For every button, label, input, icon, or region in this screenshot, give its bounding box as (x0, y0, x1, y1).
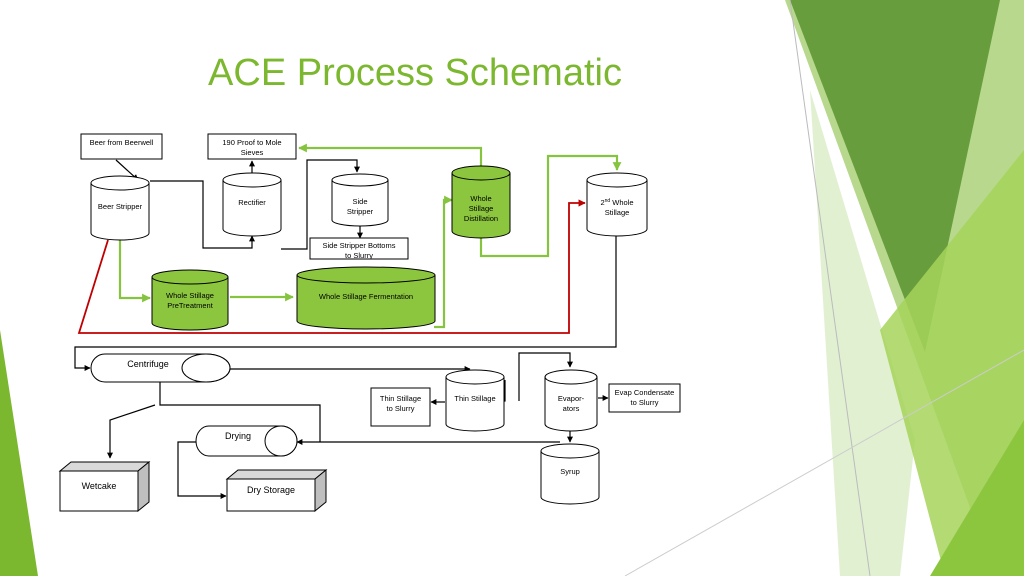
evap-condensate-label-line1: Evap Condensate (615, 388, 675, 397)
black-flow-lines (74, 159, 617, 499)
beer-stripper-vessel: Beer Stripper (90, 175, 150, 241)
side-stripper-vessel: Side Stripper (331, 173, 389, 227)
side-stripper-bottoms-label-line1: Side Stripper Bottoms (323, 241, 396, 250)
beer-stripper-label: Beer Stripper (98, 202, 143, 211)
thin-stillage-to-slurry-label-line2: to Slurry (387, 404, 415, 413)
wetcake-box: Wetcake (58, 460, 151, 513)
decor-left-triangle (0, 330, 38, 576)
dry-storage-box: Dry Storage (225, 468, 328, 513)
page-title: ACE Process Schematic (208, 52, 622, 94)
second-whole-stillage-vessel: 2nd Whole Stillage (586, 172, 648, 237)
whole-stillage-distillation-label-line2: Stillage (469, 204, 494, 213)
whole-stillage-distillation-label-line3: Distillation (464, 214, 498, 223)
proof-190-label-line2: Sieves (241, 148, 264, 157)
green-flow-lines (118, 143, 622, 329)
rectifier-label: Rectifier (238, 198, 266, 207)
evap-condensate-box: Evap Condensate to Slurry (608, 383, 681, 413)
proof-190-label-line1: 190 Proof to Mole (222, 138, 281, 147)
beer-from-beerwell-label: Beer from Beerwell (90, 138, 154, 147)
centrifuge-label: Centrifuge (127, 359, 169, 369)
second-whole-stillage-label-line2: Stillage (605, 208, 630, 217)
red-flow-line (77, 199, 586, 334)
evaporators-vessel: Evapor- ators (544, 369, 598, 432)
thin-stillage-to-slurry-label-line1: Thin Stillage (380, 394, 421, 403)
rectifier-vessel: Rectifier (222, 172, 282, 237)
proof-190-box: 190 Proof to Mole Sieves (207, 133, 297, 160)
side-stripper-label-line2: Stripper (347, 207, 374, 216)
thin-stillage-label: Thin Stillage (454, 394, 495, 403)
dry-storage-label: Dry Storage (247, 485, 295, 495)
side-stripper-bottoms-label-line2: to Slurry (345, 251, 373, 260)
syrup-label: Syrup (560, 467, 580, 476)
drying-label: Drying (225, 431, 251, 441)
thin-stillage-vessel: Thin Stillage (445, 369, 505, 432)
whole-stillage-distillation-vessel: Whole Stillage Distillation (451, 165, 511, 239)
whole-stillage-pretreatment-label-line2: PreTreatment (167, 301, 213, 310)
drying-vessel: Drying (195, 425, 298, 457)
beer-from-beerwell-box: Beer from Beerwell (80, 133, 163, 160)
centrifuge-vessel: Centrifuge (90, 353, 231, 383)
second-whole-stillage-label-line1: 2nd Whole (600, 198, 633, 207)
whole-stillage-pretreatment-label-line1: Whole Stillage (166, 291, 214, 300)
whole-stillage-pretreatment-vessel: Whole Stillage PreTreatment (151, 269, 229, 331)
decor-right-facets (624, 0, 1024, 577)
evaporators-label-line1: Evapor- (558, 394, 585, 403)
side-stripper-bottoms-box: Side Stripper Bottoms to Slurry (309, 237, 409, 260)
wetcake-label: Wetcake (82, 481, 117, 491)
whole-stillage-distillation-label-line1: Whole (470, 194, 491, 203)
thin-stillage-to-slurry-box: Thin Stillage to Slurry (370, 387, 431, 427)
syrup-vessel: Syrup (540, 443, 600, 505)
whole-stillage-fermentation-label: Whole Stillage Fermentation (319, 292, 413, 301)
whole-stillage-fermentation-vessel: Whole Stillage Fermentation (296, 266, 436, 330)
evaporators-label-line2: ators (563, 404, 580, 413)
side-stripper-label-line1: Side (352, 197, 367, 206)
evap-condensate-label-line2: to Slurry (631, 398, 659, 407)
